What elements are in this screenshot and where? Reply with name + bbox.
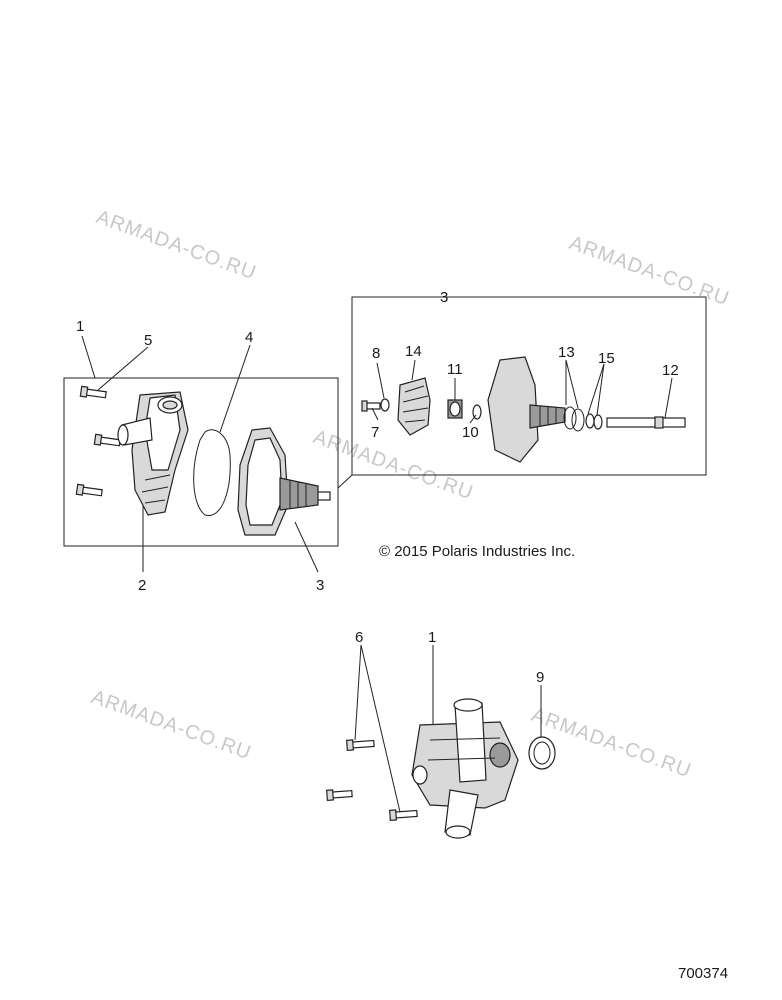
- label-2: 2: [138, 577, 146, 594]
- label-7: 7: [371, 424, 379, 441]
- diagram-number: 700374: [678, 965, 728, 982]
- label-3-left: 3: [316, 577, 324, 594]
- pump-cover-3: [487, 356, 566, 463]
- assembly-box-left: [63, 377, 339, 547]
- pump-assembly-3: [237, 427, 331, 536]
- watermark-2: ARMADA-CO.RU: [566, 232, 732, 310]
- label-11: 11: [447, 361, 463, 378]
- bolt-6-group: [326, 739, 418, 821]
- label-3-box: 3: [440, 289, 448, 306]
- leader-lines: [81, 296, 706, 813]
- label-1-bottom: 1: [428, 629, 436, 646]
- impeller-14: [397, 377, 431, 436]
- bolt-7: [361, 400, 381, 412]
- label-4: 4: [245, 329, 253, 346]
- o-ring-9: [528, 736, 556, 770]
- o-ring-13a: [563, 406, 577, 430]
- washer-10: [472, 404, 482, 420]
- label-1-top: 1: [76, 318, 84, 335]
- watermark-1: ARMADA-CO.RU: [93, 206, 259, 284]
- watermark-3: ARMADA-CO.RU: [310, 426, 476, 504]
- o-ring-13b: [571, 408, 585, 432]
- pump-housing-1: [411, 698, 519, 839]
- watermark-5: ARMADA-CO.RU: [528, 704, 694, 782]
- bolt-5-group: [75, 385, 121, 497]
- shaft-12: [606, 416, 686, 429]
- housing-2: [117, 391, 189, 516]
- label-5: 5: [144, 332, 152, 349]
- ring-15a: [585, 413, 595, 429]
- o-ring-4: [193, 429, 231, 516]
- label-14: 14: [405, 343, 422, 360]
- o-ring-9-inner: [533, 741, 551, 765]
- label-6: 6: [355, 629, 363, 646]
- label-8: 8: [372, 345, 380, 362]
- copyright-text: © 2015 Polaris Industries Inc.: [379, 543, 575, 560]
- washer-8: [380, 398, 390, 412]
- label-13: 13: [558, 344, 575, 361]
- seal-11: [447, 399, 463, 419]
- label-9: 9: [536, 669, 544, 686]
- label-12: 12: [662, 362, 679, 379]
- ring-15b: [593, 414, 603, 430]
- watermark-4: ARMADA-CO.RU: [88, 686, 254, 764]
- label-10: 10: [462, 424, 479, 441]
- label-15: 15: [598, 350, 615, 367]
